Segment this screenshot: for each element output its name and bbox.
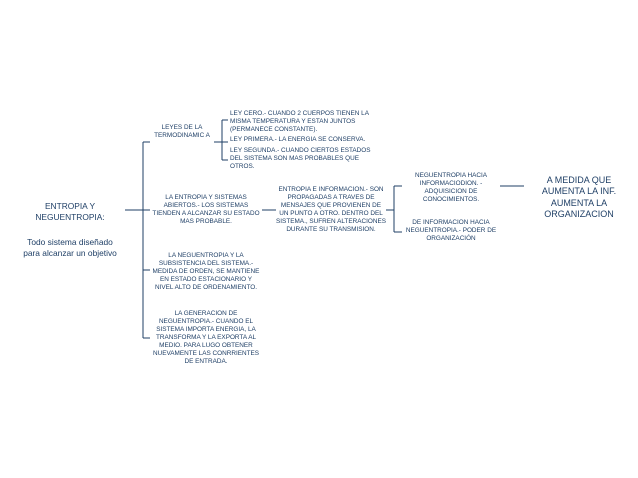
negentropy-knowledge-node: NEGUENTROPIA HACIA INFORMACIODION. - ADQ…: [414, 172, 488, 203]
law-second: LEY SEGUNDA.- CUANDO CIERTOS ESTADOS DEL…: [230, 147, 371, 170]
law-first: LEY PRIMERA.- LA ENERGIA SE CONSERVA.: [230, 136, 366, 143]
negentropy-power-node: DE INFORMACION HACIA NEGUENTROPIA.- PODE…: [405, 219, 497, 242]
laws-node: LEYES DE LA TERMODINAMIC A: [154, 124, 210, 139]
root-title: ENTROPIA Y NEGUENTROPIA:: [35, 200, 105, 222]
open-systems-node: LA ENTROPIA Y SISTEMAS ABIERTOS.- LOS SI…: [152, 194, 260, 225]
law-zero: LEY CERO.- CUANDO 2 CUERPOS TIENEN LA MI…: [230, 110, 369, 133]
subsistence-node: LA NEGUENTROPIA Y LA SUBSISTENCIA DEL SI…: [152, 252, 260, 291]
root-node: ENTROPIA Y NEGUENTROPIA: Todo sistema di…: [18, 190, 122, 269]
generation-node: LA GENERACION DE NEGUENTROPIA.- CUANDO E…: [152, 310, 260, 365]
conclusion-node: A MEDIDA QUE AUMENTA LA INF. AUMENTA LA …: [541, 175, 617, 219]
root-subtitle: Todo sistema diseñado para alcanzar un o…: [23, 236, 117, 258]
information-node: ENTROPIA E INFORMACION.- SON PROPAGADAS …: [276, 186, 386, 233]
